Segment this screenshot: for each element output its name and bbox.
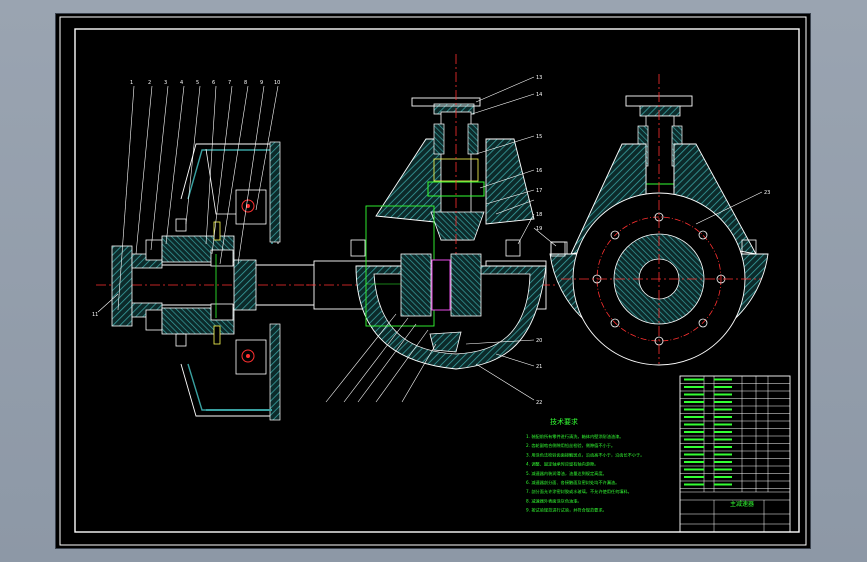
part-name: 主减速器: [730, 500, 754, 508]
notes-line: 6. 减速器剖分面、各接触面及密封处均不许漏油。: [526, 479, 619, 486]
notes-line: 5. 减速器内装润滑油，油量达到规定高度。: [526, 470, 607, 477]
svg-text:19: 19: [536, 226, 542, 232]
svg-text:15: 15: [536, 134, 542, 140]
svg-text:10: 10: [274, 80, 280, 86]
svg-text:13: 13: [536, 75, 542, 81]
notes-line: 1. 装配前所有零件进行清洗，箱体内壁涂耐油油漆。: [526, 433, 623, 440]
svg-text:4: 4: [180, 80, 183, 86]
differential-section-view: 13 14 15 16 17 18 19 20 21 22: [306, 54, 568, 406]
inner-border: [74, 28, 800, 533]
svg-text:22: 22: [536, 400, 542, 406]
svg-text:7: 7: [228, 80, 231, 86]
notes-line: 9. 按试验规范进行试验，并符合规范要求。: [526, 507, 607, 514]
notes-line: 8. 减速器外表面涂灰色油漆。: [526, 497, 582, 504]
svg-text:5: 5: [196, 80, 199, 86]
left-hub-view: 1 2 3 4 5 6 7 8 9 10 11: [92, 80, 341, 421]
svg-text:8: 8: [244, 80, 247, 86]
svg-text:2: 2: [148, 80, 151, 86]
notes-title: 技术要求: [550, 417, 578, 426]
svg-text:23: 23: [764, 190, 770, 196]
notes-line: 7. 剖分面允许涂密封胶或水玻璃，不允许使用任何填料。: [526, 488, 632, 495]
notes-line: 4. 调整、固定轴承时应留有轴向游隙。: [526, 461, 598, 468]
svg-text:1: 1: [130, 80, 133, 86]
title-block: 主减速器: [679, 375, 791, 533]
svg-text:18: 18: [536, 212, 542, 218]
outer-border: [59, 16, 807, 546]
svg-text:21: 21: [536, 364, 542, 370]
svg-text:16: 16: [536, 168, 542, 174]
notes-line: 3. 用涂色法检验齿面接触斑点，沿齿高不小于，沿齿长不小于。: [526, 451, 644, 458]
svg-text:20: 20: [536, 338, 542, 344]
technical-requirements: 技术要求 1. 装配前所有零件进行清洗，箱体内壁涂耐油油漆。 2. 齿轮副啮合侧隙…: [526, 417, 644, 514]
svg-text:11: 11: [92, 312, 98, 318]
notes-line: 2. 齿轮副啮合侧隙用铅丝检验，侧隙值不小于。: [526, 442, 615, 449]
svg-text:14: 14: [536, 92, 542, 98]
svg-text:17: 17: [536, 188, 542, 194]
end-view: 23: [549, 74, 770, 366]
svg-text:9: 9: [260, 80, 263, 86]
svg-text:6: 6: [212, 80, 215, 86]
svg-text:3: 3: [164, 80, 167, 86]
